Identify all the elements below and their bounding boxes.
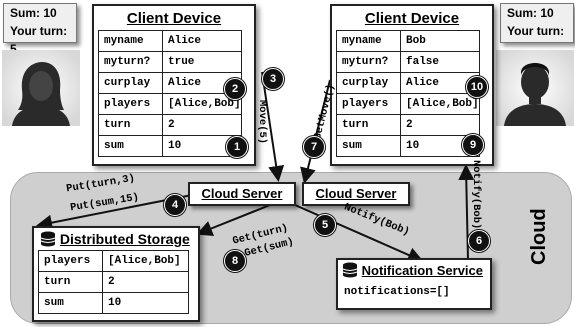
right-turn-text: Your turn: (507, 24, 565, 38)
bob-avatar-icon (496, 50, 574, 126)
cloud-server-2: Cloud Server (302, 182, 410, 206)
table-row: players[Alice,Bob] (38, 250, 189, 272)
database-icon (342, 262, 358, 278)
left-score-note: Sum: 10 Your turn: 5 (3, 3, 77, 56)
label-notify-bob-device: Notify(Bob) (470, 160, 482, 230)
step-badge: 8 (224, 250, 246, 272)
left-turn-text: Your turn: 5 (10, 24, 68, 56)
step-badge: 2 (224, 78, 246, 100)
step-badge: 6 (468, 230, 490, 252)
step-badge: 7 (303, 136, 325, 158)
step-badge: 10 (466, 76, 488, 98)
arrow-get (196, 204, 271, 236)
step-badge: 3 (262, 68, 284, 90)
notification-content: notifications=[] (344, 286, 450, 298)
arrow-notify-device (458, 164, 475, 261)
database-icon (40, 231, 56, 247)
left-sum-text: Sum: 10 (10, 6, 57, 20)
step-badge: 5 (314, 214, 336, 236)
arrow-notify-service (294, 204, 424, 263)
notification-header: Notification Service (338, 260, 490, 282)
alice-avatar-icon (2, 50, 80, 126)
storage-header: Distributed Storage (34, 228, 198, 250)
bob-device-title: Client Device (364, 10, 460, 27)
storage-title: Distributed Storage (59, 231, 190, 247)
arrow-getmove (300, 79, 331, 184)
step-badge: 1 (226, 136, 248, 158)
label-move: Move(5) (256, 100, 268, 145)
arrow-move (261, 71, 285, 182)
notification-service: Notification Service notifications=[] (336, 258, 492, 310)
step-badge: 4 (164, 194, 186, 216)
alice-device-title: Client Device (126, 10, 222, 27)
notification-title: Notification Service (361, 263, 483, 278)
cloud-server-1: Cloud Server (188, 182, 296, 206)
step-badge: 9 (462, 134, 484, 156)
table-row: players[Alice,Bob] (98, 93, 242, 115)
right-sum-text: Sum: 10 (507, 6, 554, 20)
table-row: myturn?false (336, 51, 480, 73)
distributed-storage: Distributed Storage players[Alice,Bob] t… (32, 226, 200, 322)
table-row: myturn?true (98, 51, 242, 73)
right-score-note: Sum: 10 Your turn: (500, 3, 574, 43)
table-row: players[Alice,Bob] (336, 93, 480, 115)
